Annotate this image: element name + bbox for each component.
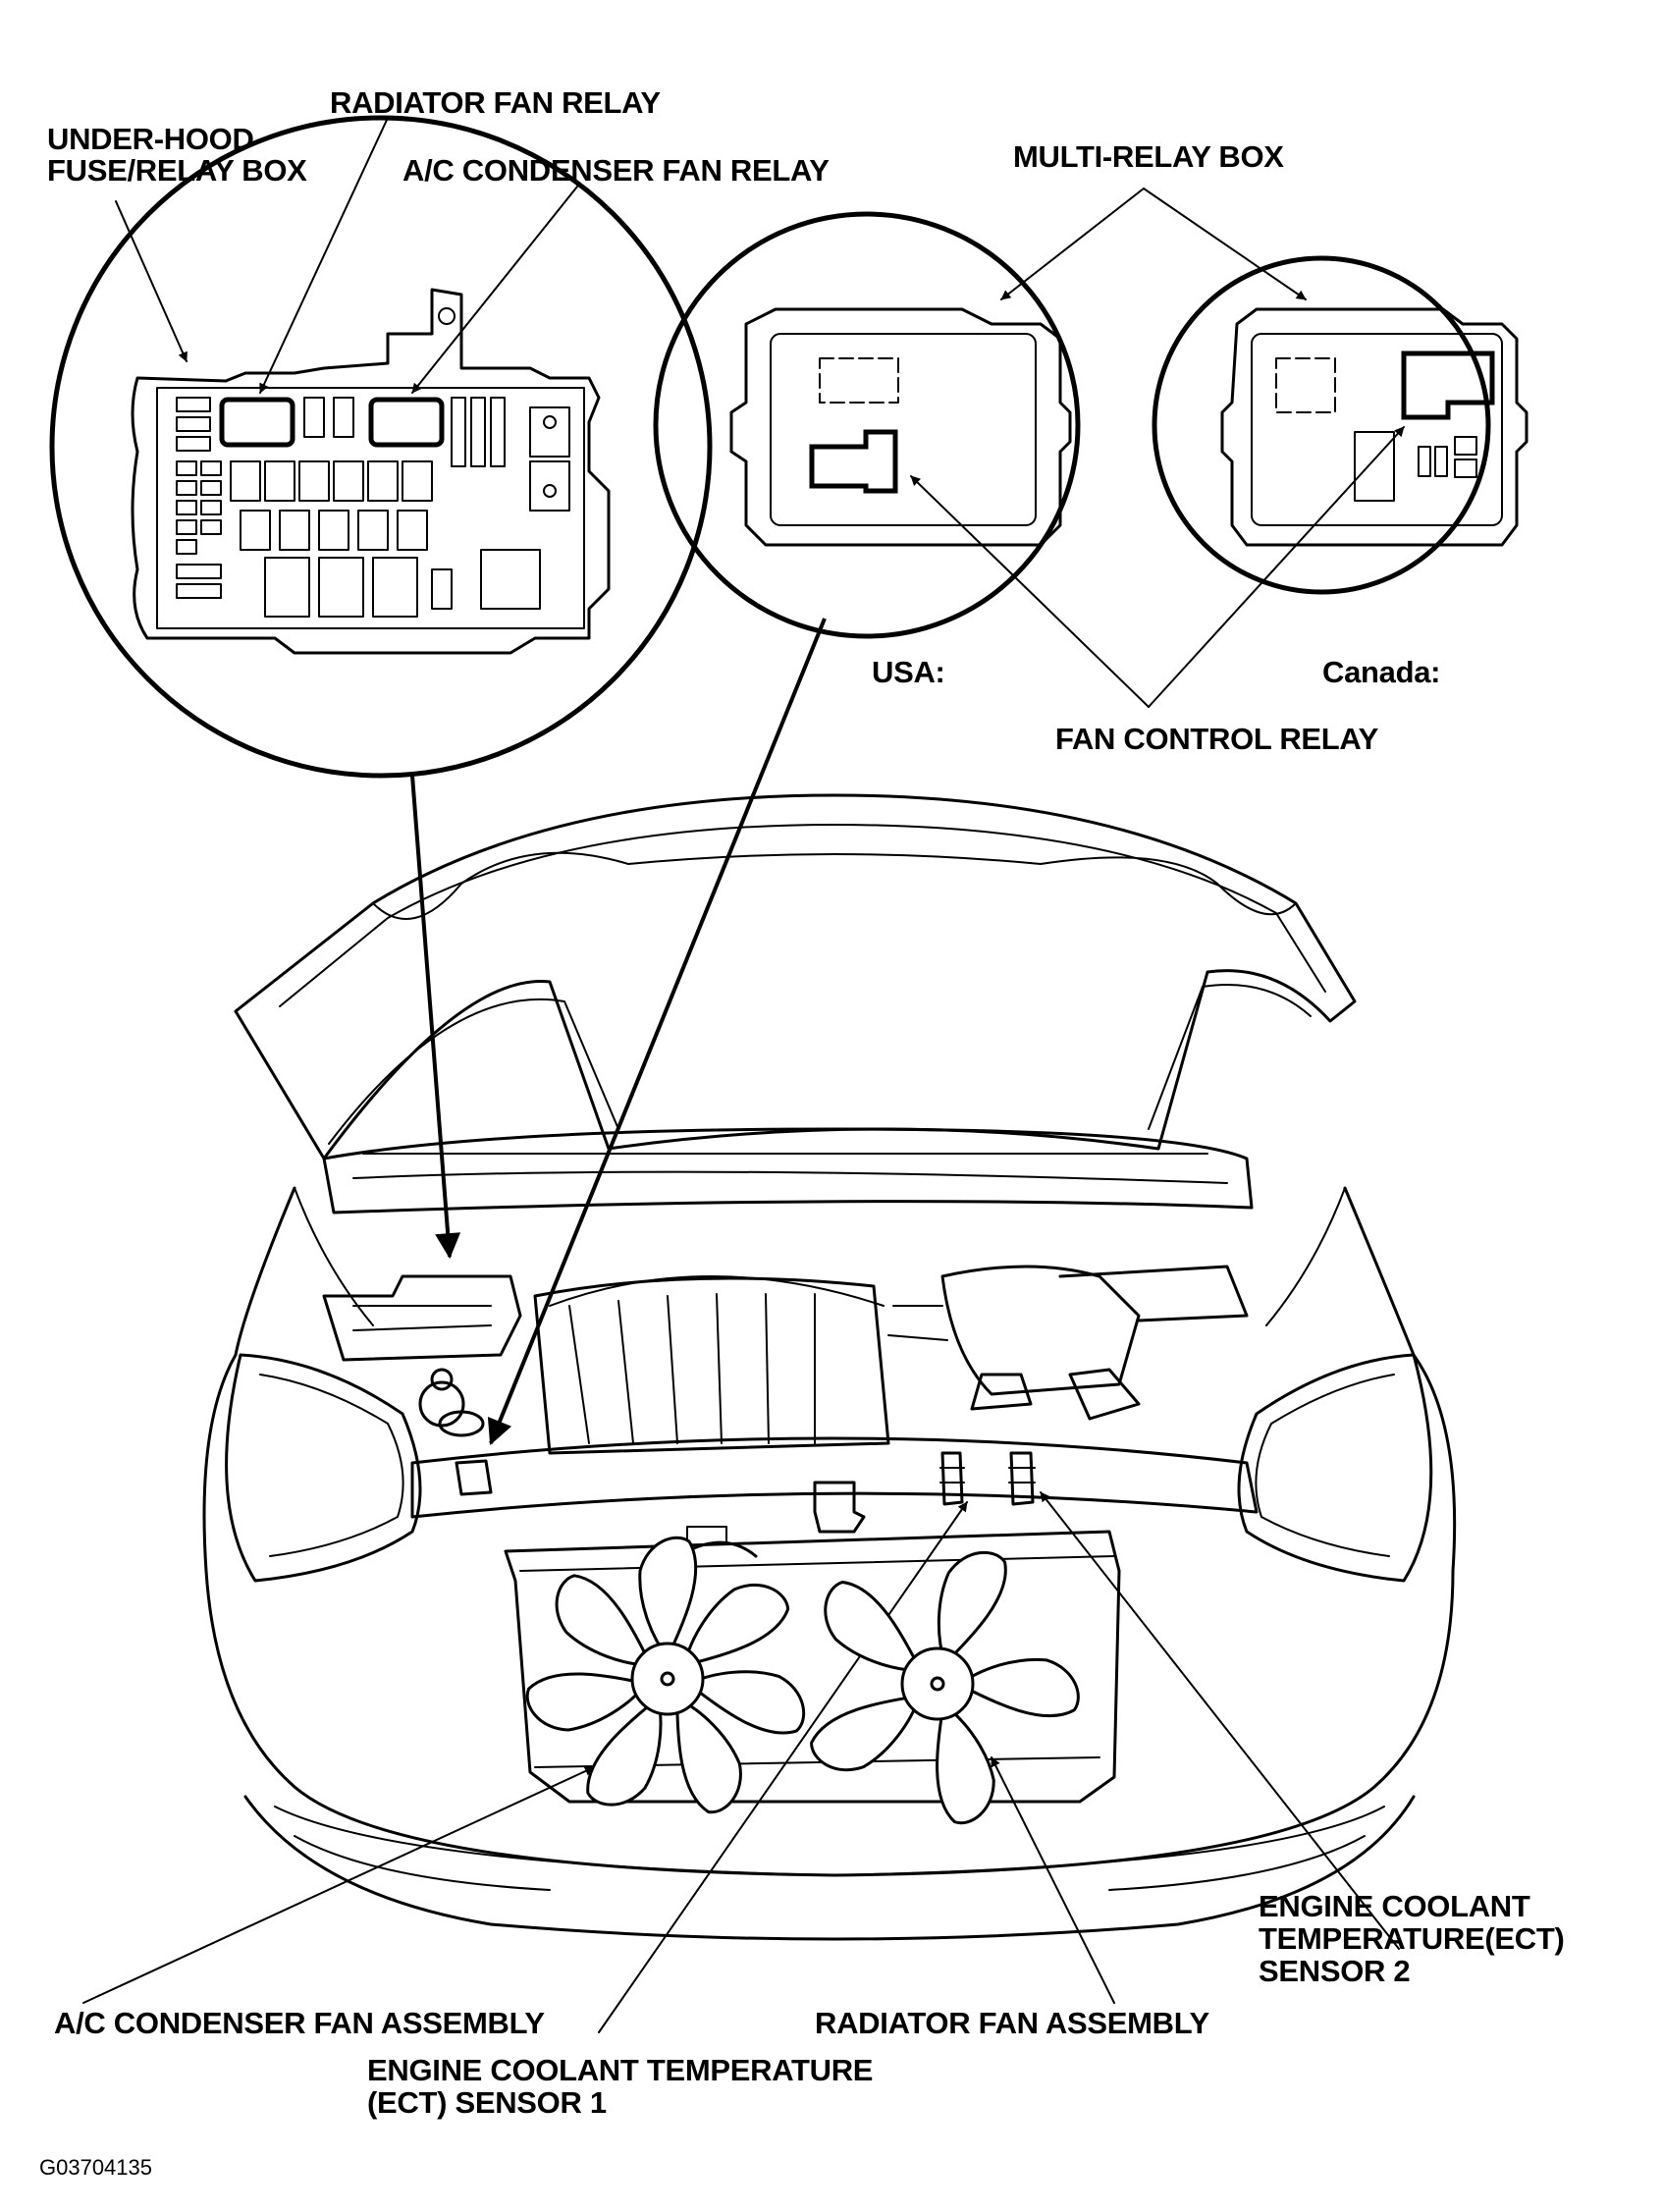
- fuse-box-detail-circle: [49, 115, 713, 779]
- ect-sensor-1-label-line2: (ECT) SENSOR 1: [367, 2085, 607, 2120]
- under-hood-label-line2: FUSE/RELAY BOX: [47, 153, 307, 188]
- ac-condenser-fan-relay-label: A/C CONDENSER FAN RELAY: [402, 153, 830, 188]
- ect-sensor-2-label-line3: SENSOR 2: [1259, 1954, 1411, 1988]
- canada-label: Canada:: [1322, 655, 1441, 689]
- under-hood-label-line1: UNDER-HOOD: [47, 122, 254, 156]
- ect-sensor-1-label-line1: ENGINE COOLANT TEMPERATURE: [367, 2053, 874, 2087]
- figure-code: G03704135: [39, 2155, 152, 2180]
- canada-multi-relay-box-circle: [1152, 255, 1528, 595]
- ac-condenser-fan-assembly-label: A/C CONDENSER FAN ASSEMBLY: [54, 2006, 545, 2040]
- multi-relay-box-label: MULTI-RELAY BOX: [1013, 139, 1284, 174]
- ect-sensor-2-label-line1: ENGINE COOLANT: [1259, 1889, 1530, 1923]
- usa-multi-relay-box-circle: [653, 211, 1081, 639]
- radiator-fan-assembly-label: RADIATOR FAN ASSEMBLY: [815, 2006, 1209, 2040]
- usa-label: USA:: [872, 655, 945, 689]
- ect-sensor-2-label-line2: TEMPERATURE(ECT): [1259, 1921, 1565, 1956]
- vehicle-front-illustration: [202, 793, 1457, 1941]
- radiator-fan-relay-label: RADIATOR FAN RELAY: [330, 85, 661, 120]
- fan-control-relay-label: FAN CONTROL RELAY: [1055, 722, 1379, 756]
- ac-condenser-fan: [521, 1536, 813, 1820]
- leader-lines: [82, 117, 1405, 2033]
- radiator-fan: [803, 1539, 1082, 1829]
